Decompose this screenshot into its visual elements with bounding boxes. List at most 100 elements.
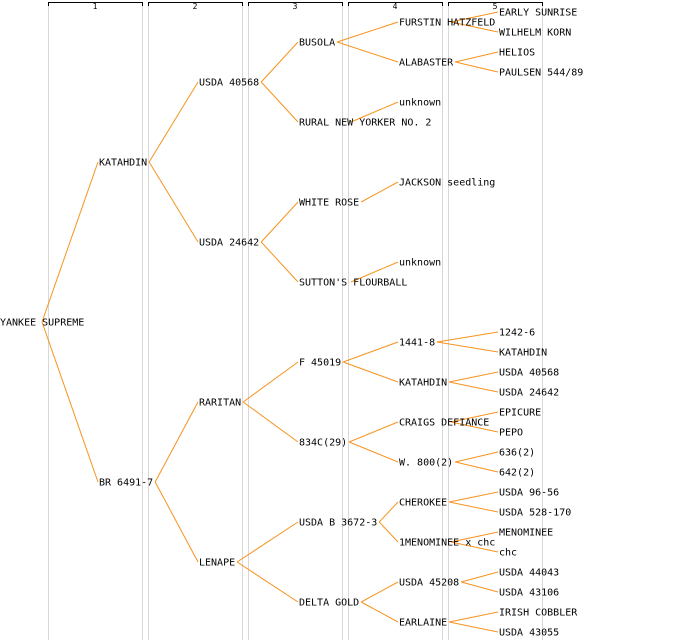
pedigree-edge	[336, 21, 399, 43]
pedigree-edge	[348, 441, 399, 463]
ancestor-label: USDA 528-170	[499, 508, 571, 519]
pedigree-edge	[378, 521, 399, 543]
root-variety-label: YANKEE SUPREME	[0, 318, 84, 329]
ancestor-label: CHEROKEE	[399, 498, 447, 509]
pedigree-edge	[450, 421, 499, 433]
ancestor-label: BUSOLA	[299, 38, 335, 49]
pedigree-edge	[260, 201, 299, 243]
ancestor-label: F 45019	[299, 358, 341, 369]
ancestor-label: USDA 24642	[199, 238, 259, 249]
pedigree-edge	[450, 531, 499, 543]
ancestor-label: USDA 43106	[499, 588, 559, 599]
pedigree-edge	[348, 421, 399, 443]
pedigree-edge	[236, 521, 299, 563]
ancestor-label: RARITAN	[199, 398, 241, 409]
pedigree-edge	[260, 41, 299, 83]
ancestor-label: WILHELM KORN	[499, 28, 571, 39]
ancestor-label: USDA 96-56	[499, 488, 559, 499]
ancestor-label: USDA 44043	[499, 568, 559, 579]
ancestor-label: USDA 40568	[499, 368, 559, 379]
pedigree-edge	[342, 341, 399, 363]
ancestor-label: unknown	[399, 98, 441, 109]
generation-number: 1	[93, 2, 98, 11]
ancestor-label: 1441-8	[399, 338, 435, 349]
pedigree-edge	[450, 541, 499, 553]
ancestor-label: unknown	[399, 258, 441, 269]
generation-number: 4	[393, 2, 398, 11]
pedigree-edge	[236, 561, 299, 603]
pedigree-edge	[336, 41, 399, 63]
ancestor-label: CRAIGS DEFIANCE	[399, 418, 489, 429]
pedigree-edge	[449, 611, 499, 623]
ancestor-label: HELIOS	[499, 48, 535, 59]
generation-number: 2	[193, 2, 198, 11]
ancestor-label: USDA 40568	[199, 78, 259, 89]
ancestor-label: WHITE ROSE	[299, 198, 359, 209]
label-layer: YANKEE SUPREME KATAHDIN USDA 40568 BUSOLA FU…	[0, 8, 583, 639]
pedigree-edge	[378, 501, 399, 523]
ancestor-label: RURAL NEW YORKER NO. 2	[299, 118, 431, 129]
pedigree-edge	[260, 81, 299, 123]
ancestor-label: 1242-6	[499, 328, 535, 339]
pedigree-edge	[450, 21, 499, 33]
ancestor-label: USDA 45208	[399, 578, 459, 589]
pedigree-edge	[455, 61, 499, 73]
pedigree-edge	[450, 411, 499, 423]
pedigree-edge	[455, 451, 499, 463]
pedigree-edge	[242, 361, 299, 403]
generation-header-bracket	[148, 2, 243, 6]
ancestor-label: W. 800(2)	[399, 458, 453, 469]
generation-header-bracket	[448, 2, 543, 6]
generation-number: 3	[293, 2, 298, 11]
pedigree-edge	[360, 601, 399, 623]
ancestor-label: USDA 43055	[499, 628, 559, 639]
ancestor-label: FURSTIN HATZFELD	[399, 18, 495, 29]
pedigree-edge	[154, 481, 199, 563]
ancestor-label: chc	[499, 548, 517, 559]
ancestor-label: MENOMINEE	[499, 528, 553, 539]
pedigree-edge	[449, 501, 499, 513]
pedigree-edge	[450, 11, 499, 23]
pedigree-edge	[41, 321, 99, 483]
ancestor-label: PEPO	[499, 428, 523, 439]
ancestor-label: ALABASTER	[399, 58, 454, 69]
ancestor-label: BR 6491-7	[99, 478, 153, 489]
ancestor-label: KATAHDIN	[399, 378, 447, 389]
pedigree-edge	[449, 381, 499, 393]
generation-number: 5	[493, 2, 498, 11]
ancestor-label: 636(2)	[499, 448, 535, 459]
ancestor-label: 834C(29)	[299, 438, 347, 449]
pedigree-edge	[148, 161, 199, 243]
pedigree-edge	[449, 621, 499, 633]
generation-header-bracket	[348, 2, 443, 6]
pedigree-edge	[437, 341, 499, 353]
ancestor-label: 1MENOMINEE x chc	[399, 538, 495, 549]
pedigree-edge	[360, 581, 399, 603]
ancestor-label: IRISH COBBLER	[499, 608, 578, 619]
generation-header-bracket	[248, 2, 343, 6]
ancestor-label: DELTA GOLD	[299, 598, 359, 609]
pedigree-edge	[148, 81, 199, 163]
ancestor-label: EARLY SUNRISE	[499, 8, 577, 19]
pedigree-edge	[350, 261, 399, 283]
ancestor-label: EARLAINE	[399, 618, 447, 629]
ancestor-label: PAULSEN 544/89	[499, 68, 583, 79]
ancestor-label: USDA B 3672-3	[299, 518, 377, 529]
pedigree-edge	[455, 51, 499, 63]
ancestor-label: SUTTON'S FLOURBALL	[299, 278, 407, 289]
ancestor-label: JACKSON seedling	[399, 178, 495, 189]
edge-layer	[41, 11, 499, 633]
pedigree-edge	[461, 581, 499, 593]
pedigree-edge	[461, 571, 499, 583]
pedigree-edge	[342, 361, 399, 383]
pedigree-edge	[41, 161, 99, 323]
ancestor-label: LENAPE	[199, 558, 235, 569]
ancestor-label: USDA 24642	[499, 388, 559, 399]
ancestor-label: KATAHDIN	[99, 158, 147, 169]
pedigree-edge	[154, 401, 199, 483]
pedigree-edge	[350, 101, 399, 123]
pedigree-edge	[260, 241, 299, 283]
pedigree-edge	[360, 181, 399, 203]
